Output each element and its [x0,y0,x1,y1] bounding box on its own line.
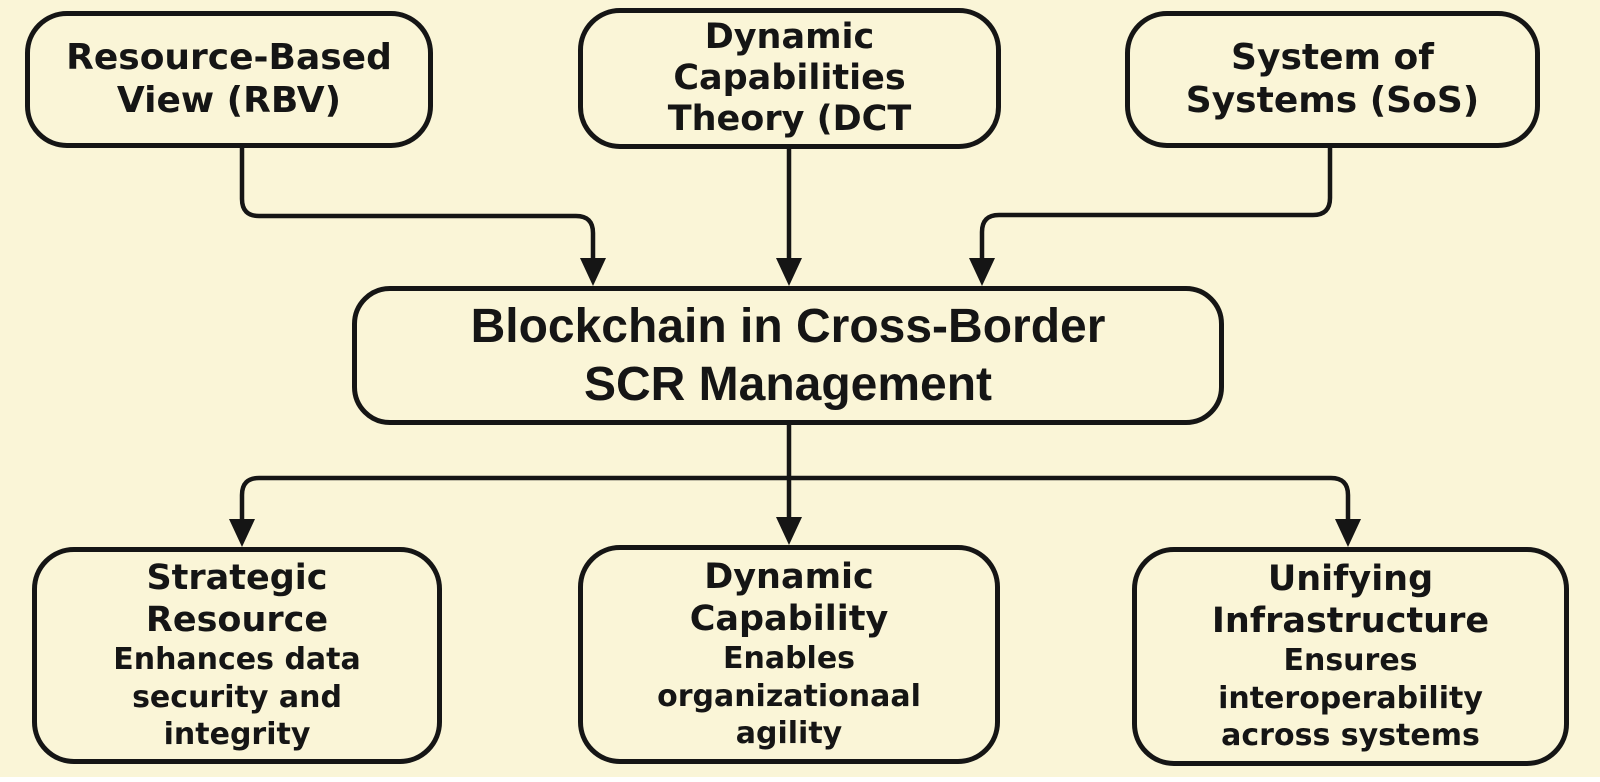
arrowhead-dct-to-center [776,258,802,286]
arrowhead-center-to-dynamic [776,517,802,545]
node-unifying-title-line: Unifying [1267,558,1434,599]
node-blockchain-center: Blockchain in Cross-Border SCR Managemen… [352,286,1224,425]
node-dct-line: Capabilities [673,57,906,98]
node-dynamic-capability: Dynamic Capability Enables organizationa… [578,545,1000,764]
node-dct: Dynamic Capabilities Theory (DCT [578,8,1001,149]
connector-sos-to-center [979,147,1333,258]
node-strategic-desc-line: integrity [163,717,311,753]
node-strategic-title-line: Strategic [146,557,328,598]
node-unifying-infrastructure: Unifying Infrastructure Ensures interope… [1132,547,1569,766]
node-rbv: Resource-Based View (RBV) [25,11,433,148]
node-sos-line: System of [1231,37,1434,79]
node-dynamic-desc-line: Enables [722,640,856,676]
node-strategic-desc-line: Enhances data [113,641,361,677]
node-sos-line: Systems (SoS) [1185,79,1480,121]
node-rbv-line: Resource-Based [66,37,392,79]
node-dynamic-title-line: Dynamic [704,556,874,597]
node-dynamic-desc-line: agility [735,716,843,752]
node-unifying-desc-line: interoperability [1218,680,1483,716]
node-dynamic-title-line: Capability [689,598,889,639]
node-dct-line: Dynamic [704,16,875,57]
connector-rbv-to-center [239,147,596,258]
node-center-line: SCR Management [583,357,993,411]
node-unifying-desc-line: across systems [1221,718,1480,754]
node-dynamic-desc-line: organizationaal [657,678,921,714]
arrowhead-rbv-to-center [580,258,606,286]
node-sos: System of Systems (SoS) [1125,11,1540,148]
node-dct-line: Theory (DCT [667,99,912,140]
arrowhead-branch-to-strategic [229,519,255,547]
node-strategic-desc-line: security and [132,679,342,715]
node-strategic-resource: Strategic Resource Enhances data securit… [32,547,442,764]
node-strategic-title-line: Resource [145,599,329,640]
arrowhead-sos-to-center [969,258,995,286]
node-unifying-title-line: Infrastructure [1211,600,1490,641]
arrowhead-branch-to-unifying [1335,519,1361,547]
node-unifying-desc-line: Ensures [1283,642,1418,678]
connector-branch-bar [239,475,1351,519]
node-rbv-line: View (RBV) [116,79,342,121]
node-center-line: Blockchain in Cross-Border [470,299,1106,353]
